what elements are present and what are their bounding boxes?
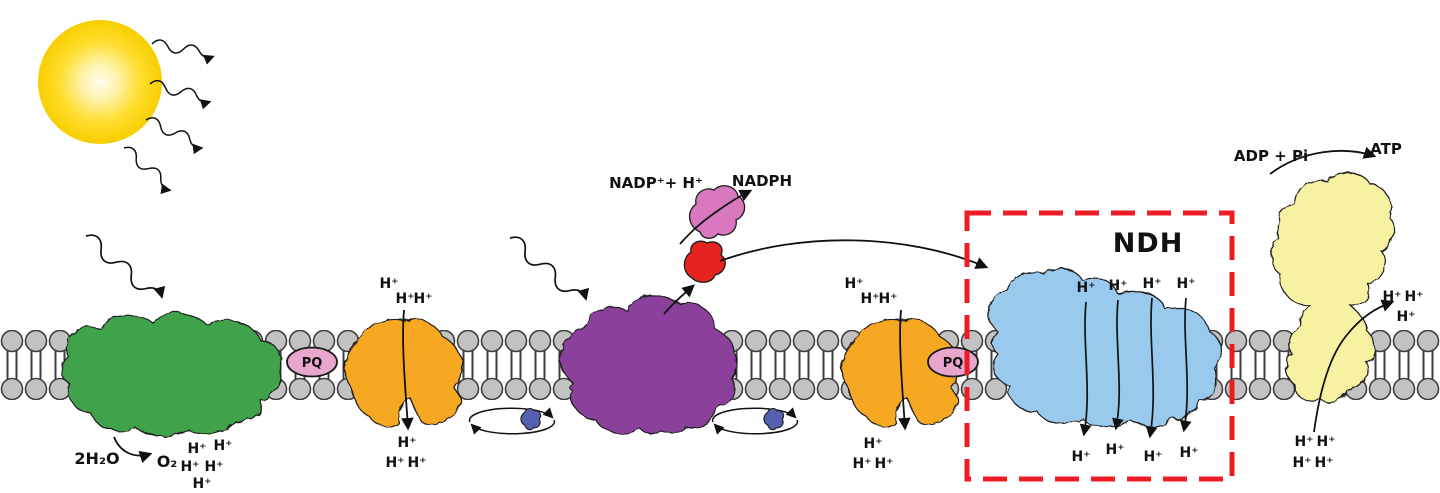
h-plus-label: H⁺ bbox=[1076, 280, 1095, 296]
h-plus-label: H⁺ bbox=[385, 455, 404, 471]
h-plus-label: H⁺ bbox=[379, 276, 398, 292]
sun-ray-icon bbox=[151, 39, 214, 59]
h-plus-label: H⁺ bbox=[844, 276, 863, 292]
sun bbox=[38, 20, 162, 144]
h-plus-label: H⁺ bbox=[1105, 442, 1124, 458]
h-plus-label: H⁺ bbox=[863, 436, 882, 452]
psi-complex bbox=[559, 295, 737, 435]
arrow-proton-cytb6f-2 bbox=[898, 309, 911, 431]
h-plus-label: H⁺ bbox=[1108, 278, 1127, 294]
plastoquinone-1 bbox=[286, 346, 338, 378]
h-plus-label: H⁺ bbox=[1143, 449, 1162, 465]
ndh-complex bbox=[988, 268, 1222, 429]
electron-carrier-cycle-2 bbox=[713, 408, 798, 434]
arrow-ferredoxin-to-ndh bbox=[719, 239, 989, 269]
water-label: 2H₂O bbox=[74, 449, 119, 468]
h-plus-label: H⁺ bbox=[180, 459, 199, 475]
light-arrow-psii bbox=[82, 231, 164, 305]
h-plus-label: H⁺ bbox=[874, 456, 893, 472]
h-plus-label: H⁺ bbox=[1179, 445, 1198, 461]
h-plus-label: H⁺ bbox=[1396, 309, 1415, 325]
nadp-reactants-label: NADP⁺+ H⁺ bbox=[609, 174, 703, 192]
h-plus-label: H⁺ bbox=[192, 476, 211, 492]
h-plus-label: H⁺ bbox=[1404, 289, 1423, 305]
pq-label-2: PQ bbox=[943, 356, 964, 371]
light-arrow-psi bbox=[506, 233, 588, 307]
h-plus-label: H⁺ bbox=[1382, 289, 1401, 305]
oxygen-label: O₂ bbox=[157, 452, 178, 471]
arrow-proton-ndh-1 bbox=[1079, 301, 1092, 437]
h-plus-label: H⁺ bbox=[1292, 455, 1311, 471]
h-plus-label: H⁺ bbox=[878, 291, 897, 307]
h-plus-label: H⁺ bbox=[852, 456, 871, 472]
psii-complex bbox=[60, 313, 282, 437]
h-plus-label: H⁺ bbox=[204, 459, 223, 475]
arrow-nadp-to-nadph bbox=[679, 189, 753, 245]
ndh-highlight-box bbox=[964, 210, 1235, 482]
h-plus-label: H⁺ bbox=[1176, 276, 1195, 292]
arrow-proton-atp-synthase bbox=[1313, 299, 1395, 433]
arrow-proton-ndh-4 bbox=[1179, 297, 1192, 433]
arrow-proton-ndh-2 bbox=[1112, 299, 1124, 431]
h-plus-label: H⁺ bbox=[1316, 434, 1335, 450]
arrow-psi-to-ferredoxin bbox=[663, 284, 695, 315]
adp-pi-label: ADP + Pi bbox=[1234, 147, 1308, 165]
h-plus-label: H⁺ bbox=[397, 435, 416, 451]
atp-label: ATP bbox=[1370, 140, 1402, 158]
electron-carrier-cycle-1 bbox=[470, 408, 555, 434]
pq-label-1: PQ bbox=[302, 356, 323, 371]
h-plus-label: H⁺ bbox=[413, 291, 432, 307]
h-plus-label: H⁺ bbox=[407, 455, 426, 471]
h-plus-label: H⁺ bbox=[395, 291, 414, 307]
h-plus-label: H⁺ bbox=[1314, 455, 1333, 471]
ndh-label: NDH bbox=[1113, 228, 1184, 259]
atp-synthase-complex bbox=[1270, 171, 1395, 403]
sun-ray-icon bbox=[144, 115, 205, 150]
arrow-adp-to-atp bbox=[1269, 146, 1377, 175]
h-plus-label: H⁺ bbox=[1294, 434, 1313, 450]
arrow-proton-cytb6f-1 bbox=[401, 309, 414, 431]
h-plus-label: H⁺ bbox=[860, 291, 879, 307]
ferredoxin bbox=[683, 240, 726, 283]
arrow-proton-ndh-3 bbox=[1145, 297, 1158, 439]
h-plus-label: H⁺ bbox=[187, 441, 206, 457]
h-plus-label: H⁺ bbox=[1071, 449, 1090, 465]
h-plus-label: H⁺ bbox=[213, 438, 232, 454]
sun-ray-icon bbox=[121, 144, 175, 192]
arrow-water-to-oxygen bbox=[113, 436, 153, 464]
nadph-label: NADPH bbox=[732, 172, 792, 190]
h-plus-label: H⁺ bbox=[1142, 276, 1161, 292]
